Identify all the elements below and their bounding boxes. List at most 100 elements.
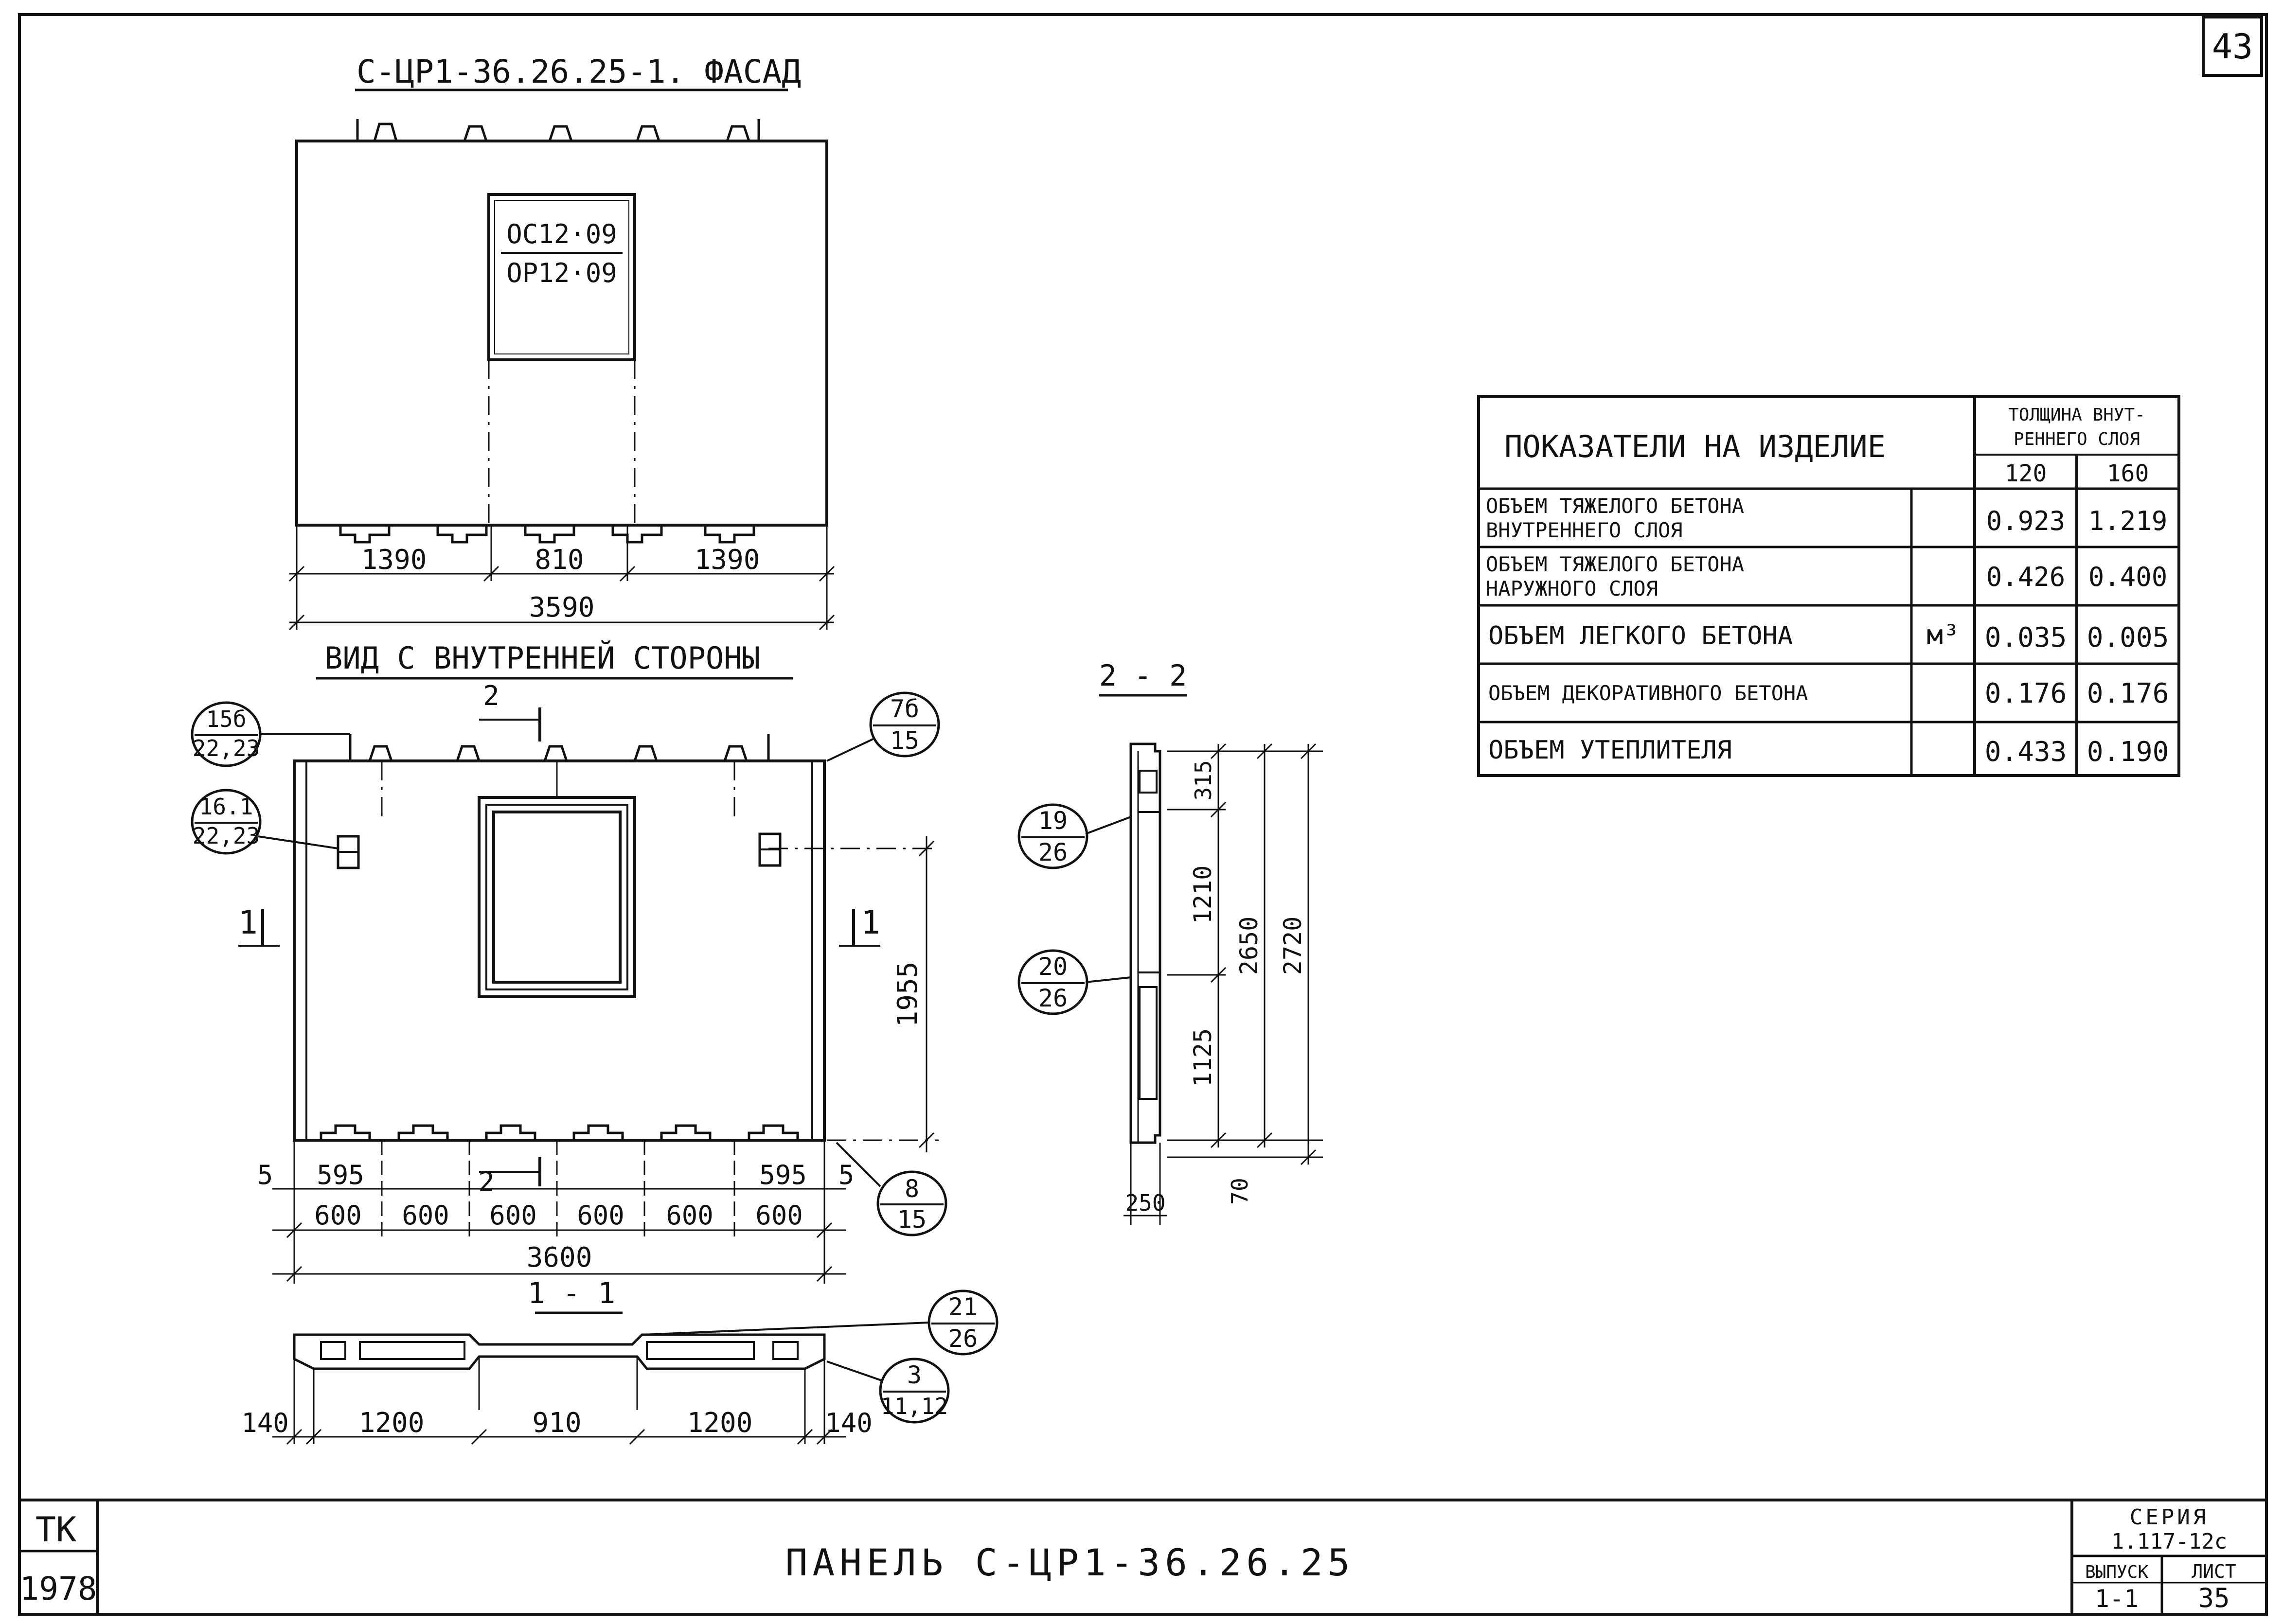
title-block-sheet-label: ЛИСТ bbox=[2192, 1561, 2236, 1582]
inner-view-title: ВИД С ВНУТРЕННЕЙ СТОРОНЫ bbox=[324, 640, 760, 676]
section-1-1-insulation-right bbox=[646, 1341, 755, 1360]
facade-window-mark-top: ОС12·09 bbox=[506, 219, 617, 249]
section-2-2-dim-315: 315 bbox=[1190, 760, 1216, 800]
section-1-1-dim-140-right: 140 bbox=[825, 1408, 873, 1438]
title-block-series-label: СЕРИЯ bbox=[2130, 1505, 2209, 1530]
inner-dimension-lines bbox=[272, 836, 935, 1284]
callout-7b: 7б 15 bbox=[826, 691, 940, 762]
table-header-col1: ТОЛЩИНА ВНУТ- bbox=[2008, 405, 2145, 425]
section-2-2-dim-1125: 1125 bbox=[1189, 1028, 1217, 1087]
inner-view-center-lines bbox=[381, 761, 939, 1141]
table-row-4-v120: 0.176 bbox=[1985, 678, 2067, 709]
table-header-label: ПОКАЗАТЕЛИ НА ИЗДЕЛИЕ bbox=[1504, 429, 1886, 464]
side-mark-right: 1 bbox=[861, 904, 880, 941]
section-2-2-dims bbox=[1124, 743, 1323, 1225]
side-mark-left: 1 bbox=[238, 904, 258, 941]
table-header-col2: РЕННЕГО СЛОЯ bbox=[2014, 429, 2140, 449]
inner-view-loops bbox=[349, 734, 770, 761]
table-row-2-label-1: ОБЪЕМ ТЯЖЕЛОГО БЕТОНА bbox=[1486, 552, 1744, 576]
callout-3-top: 3 bbox=[907, 1361, 922, 1389]
title-block-issue-label: ВЫПУСК bbox=[2085, 1562, 2148, 1582]
facade-panel-outline bbox=[295, 140, 828, 527]
facade-dim-2: 810 bbox=[535, 544, 584, 576]
section-1-1-dim-910: 910 bbox=[532, 1407, 581, 1439]
section-1-1-dim-140-left: 140 bbox=[241, 1408, 289, 1438]
inner-dim-600-4: 600 bbox=[577, 1200, 624, 1231]
callout-16-1-top: 16.1 bbox=[199, 794, 253, 820]
table-outline bbox=[1477, 395, 2180, 777]
callout-19: 19 26 bbox=[1017, 803, 1131, 869]
inner-dim-height: 1955 bbox=[892, 962, 924, 1027]
inner-window-outer bbox=[478, 796, 636, 998]
title-block-year: 1978 bbox=[20, 1570, 97, 1607]
callout-16-1: 16.1 22,23 bbox=[191, 789, 339, 855]
facade-window-mark-bottom: ОР12·09 bbox=[506, 258, 617, 288]
inner-window-mid bbox=[485, 804, 628, 990]
table-row-1-label-2: ВНУТРЕННЕГО СЛОЯ bbox=[1486, 518, 1683, 542]
callout-21-top: 21 bbox=[948, 1293, 978, 1321]
facade-dim-1: 1390 bbox=[361, 544, 427, 576]
facade-window-frame bbox=[494, 200, 629, 354]
inner-view: ВИД С ВНУТРЕННЕЙ СТОРОНЫ 2 bbox=[191, 640, 947, 1284]
section-2-2-profile bbox=[1129, 742, 1161, 1144]
table-row-1-v120: 0.923 bbox=[1986, 506, 2066, 536]
table-row-5-label: ОБЪЕМ УТЕПЛИТЕЛЯ bbox=[1488, 736, 1732, 765]
table-row-4-v160: 0.176 bbox=[2087, 678, 2169, 709]
callout-16-1-bottom: 22,23 bbox=[193, 823, 260, 849]
table-thick-120: 120 bbox=[2005, 460, 2047, 487]
callout-8: 8 15 bbox=[836, 1142, 947, 1236]
inner-bottom-keys bbox=[320, 1124, 799, 1140]
title-block-series-value: 1.117-12с bbox=[2111, 1529, 2227, 1554]
callout-19-top: 19 bbox=[1038, 807, 1068, 835]
section-mark-top: 2 bbox=[483, 680, 499, 712]
callout-7b-top: 7б bbox=[890, 695, 919, 723]
table-row-1-v160: 1.219 bbox=[2088, 506, 2168, 536]
section-1-1-dim-1200-left: 1200 bbox=[359, 1407, 425, 1439]
sheet-corner-number: 43 bbox=[2212, 27, 2253, 67]
callout-19-bottom: 26 bbox=[1038, 838, 1068, 866]
callout-8-bottom: 15 bbox=[897, 1205, 927, 1234]
callout-21: 21 26 bbox=[642, 1289, 999, 1356]
sheet-border bbox=[18, 13, 2268, 1616]
facade-bottom-keys bbox=[339, 525, 755, 544]
callout-15b-top: 15б bbox=[206, 706, 246, 732]
facade-loops bbox=[356, 119, 760, 141]
callout-21-bottom: 26 bbox=[948, 1324, 978, 1353]
section-2-2-title: 2 - 2 bbox=[1099, 659, 1187, 693]
indicators-table: ПОКАЗАТЕЛИ НА ИЗДЕЛИЕ ТОЛЩИНА ВНУТ- РЕНН… bbox=[1477, 395, 2180, 777]
inner-dim-595-left: 595 bbox=[317, 1160, 364, 1190]
facade-dimension-lines bbox=[288, 525, 835, 631]
table-row-4-label: ОБЪЕМ ДЕКОРАТИВНОГО БЕТОНА bbox=[1488, 681, 1808, 705]
section-2-2-dim-2720: 2720 bbox=[1279, 917, 1307, 975]
table-row-5-v160: 0.190 bbox=[2087, 736, 2169, 768]
section-2-2: 2 - 2 315 1210 bbox=[1017, 659, 1323, 1225]
title-block: ТК 1978 ПАНЕЛЬ С-ЦР1-36.26.25 СЕРИЯ 1.11… bbox=[19, 1499, 2266, 1614]
section-1-1-insulation-left bbox=[359, 1341, 465, 1360]
inner-dim-595-right: 595 bbox=[759, 1160, 807, 1190]
section-2-2-dim-70: 70 bbox=[1227, 1178, 1253, 1204]
section-2-2-dim-2650: 2650 bbox=[1235, 917, 1263, 975]
callout-3: 3 11,12 bbox=[826, 1358, 950, 1424]
facade-dim-3: 1390 bbox=[695, 544, 760, 576]
inner-dim-600-6: 600 bbox=[755, 1200, 803, 1231]
table-row-3-v120: 0.035 bbox=[1985, 622, 2067, 653]
section-2-2-dim-1210: 1210 bbox=[1189, 865, 1217, 924]
title-block-issue-value: 1-1 bbox=[2095, 1585, 2139, 1613]
table-row-2-v120: 0.426 bbox=[1986, 562, 2066, 592]
title-block-title: ПАНЕЛЬ С-ЦР1-36.26.25 bbox=[785, 1541, 1355, 1584]
callout-15b-bottom: 22,23 bbox=[193, 735, 260, 761]
section-1-1-profile bbox=[293, 1333, 826, 1370]
section-2-2-insulation-top bbox=[1139, 770, 1158, 794]
inner-dim-600-1: 600 bbox=[314, 1200, 362, 1231]
inner-dim-600-5: 600 bbox=[666, 1200, 713, 1231]
section-2-2-width: 250 bbox=[1125, 1190, 1165, 1216]
table-thick-160: 160 bbox=[2107, 460, 2149, 487]
section-2-2-insulation-bottom bbox=[1139, 986, 1158, 1100]
callout-15b: 15б 22,23 bbox=[191, 701, 350, 767]
inner-dim-total: 3600 bbox=[527, 1242, 592, 1273]
facade-view: С-ЦР1-36.26.25-1. ФАСАД ОС12·09 ОР12·09 bbox=[288, 53, 835, 631]
inner-edge-dim-right: 5 bbox=[838, 1160, 855, 1190]
table-row-3-v160: 0.005 bbox=[2087, 622, 2169, 653]
callout-7b-bottom: 15 bbox=[890, 726, 919, 755]
